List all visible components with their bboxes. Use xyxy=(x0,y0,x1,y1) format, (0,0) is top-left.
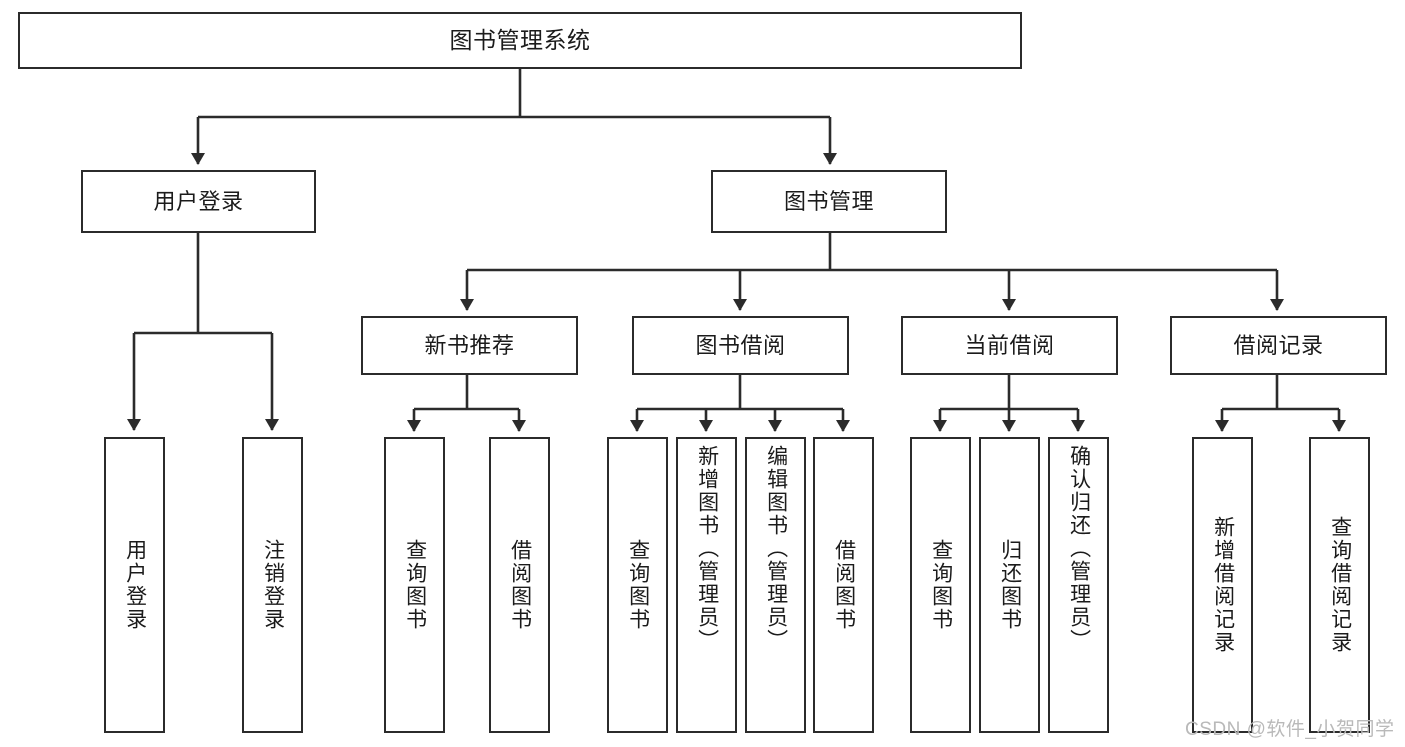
node-label: 图书管理 xyxy=(783,188,874,214)
node-label: 借阅记录 xyxy=(1233,332,1324,358)
leaf-edit-book-admin[interactable]: 编辑图书（管理员） xyxy=(745,437,806,733)
node-label: 查询图书 xyxy=(929,539,953,631)
node-label: 用户登录 xyxy=(153,188,244,214)
node-label: 图书借阅 xyxy=(695,332,786,358)
watermark: CSDN @软件_小贺同学 xyxy=(1185,719,1395,740)
node-label: 借阅图书 xyxy=(508,539,532,631)
node-label: 新增图书（管理员） xyxy=(695,445,719,652)
node-label: 借阅图书 xyxy=(832,539,856,631)
node-current-borrowing[interactable]: 当前借阅 xyxy=(901,316,1118,375)
leaf-add-borrow-record[interactable]: 新增借阅记录 xyxy=(1192,437,1253,733)
leaf-logout[interactable]: 注销登录 xyxy=(242,437,303,733)
node-label: 注销登录 xyxy=(261,539,285,631)
node-label: 当前借阅 xyxy=(964,332,1055,358)
leaf-add-book-admin[interactable]: 新增图书（管理员） xyxy=(676,437,737,733)
node-label: 查询借阅记录 xyxy=(1328,516,1352,654)
leaf-borrow-books-recommend[interactable]: 借阅图书 xyxy=(489,437,550,733)
node-label: 查询图书 xyxy=(403,539,427,631)
node-book-management[interactable]: 图书管理 xyxy=(711,170,947,233)
leaf-query-books-recommend[interactable]: 查询图书 xyxy=(384,437,445,733)
node-label: 编辑图书（管理员） xyxy=(764,445,788,652)
node-label: 查询图书 xyxy=(626,539,650,631)
leaf-borrow-books[interactable]: 借阅图书 xyxy=(813,437,874,733)
node-user-login[interactable]: 用户登录 xyxy=(81,170,316,233)
node-label: 新增借阅记录 xyxy=(1211,516,1235,654)
leaf-query-books-current[interactable]: 查询图书 xyxy=(910,437,971,733)
leaf-query-books-borrow[interactable]: 查询图书 xyxy=(607,437,668,733)
node-book-borrowing[interactable]: 图书借阅 xyxy=(632,316,849,375)
node-label: 归还图书 xyxy=(998,539,1022,631)
node-label: 用户登录 xyxy=(123,539,147,631)
node-label: 新书推荐 xyxy=(424,332,515,358)
node-label: 确认归还（管理员） xyxy=(1067,445,1091,652)
node-label: 图书管理系统 xyxy=(449,27,591,54)
node-borrowing-record[interactable]: 借阅记录 xyxy=(1170,316,1387,375)
leaf-user-login[interactable]: 用户登录 xyxy=(104,437,165,733)
node-new-book-recommendation[interactable]: 新书推荐 xyxy=(361,316,578,375)
node-root-book-management-system[interactable]: 图书管理系统 xyxy=(18,12,1022,69)
leaf-confirm-return-admin[interactable]: 确认归还（管理员） xyxy=(1048,437,1109,733)
leaf-query-borrow-record[interactable]: 查询借阅记录 xyxy=(1309,437,1370,733)
leaf-return-books[interactable]: 归还图书 xyxy=(979,437,1040,733)
